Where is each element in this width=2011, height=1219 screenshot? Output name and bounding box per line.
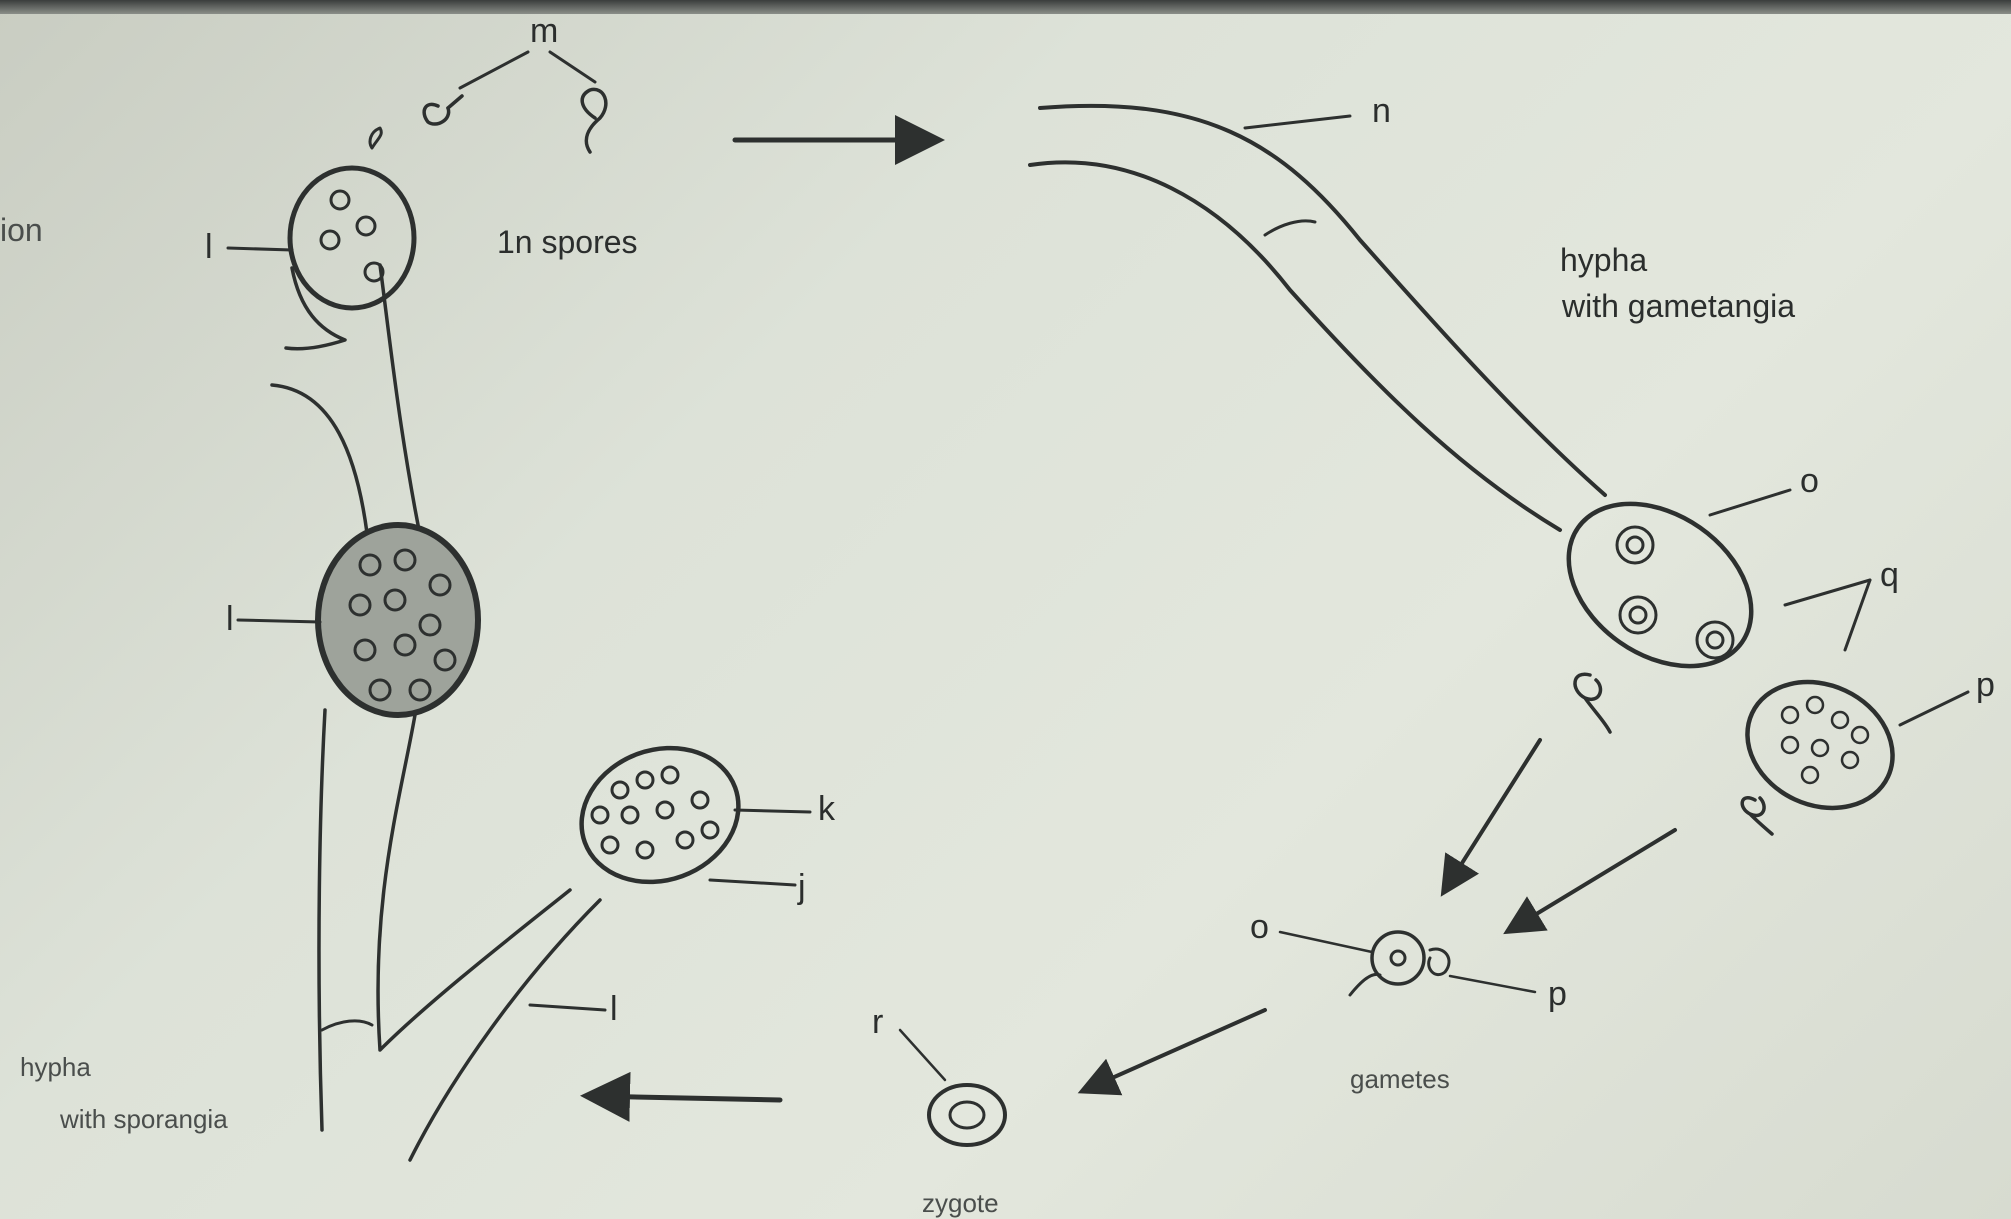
- caption-zygote: zygote: [922, 1186, 999, 1219]
- caption-gametes: gametes: [1350, 1062, 1450, 1096]
- label-o-gamete: o: [1250, 908, 1269, 947]
- title-fragment: ion: [0, 210, 43, 250]
- caption-spores: 1n spores: [497, 222, 638, 262]
- hypha-with-sporangia: [228, 128, 810, 1160]
- label-k: k: [818, 790, 835, 829]
- label-q: q: [1880, 556, 1899, 595]
- caption-hypha-gametangia-line2: with gametangia: [1562, 286, 1795, 326]
- caption-hypha-sporangia-line2: with sporangia: [60, 1102, 228, 1136]
- label-o-gametangium: o: [1800, 462, 1819, 501]
- zygote: [900, 1030, 1005, 1145]
- hypha-with-gametangia: [1030, 106, 1968, 834]
- label-l-mid-sporangium: l: [226, 600, 234, 639]
- label-p-gamete: p: [1548, 975, 1567, 1014]
- label-j: j: [798, 868, 806, 907]
- caption-hypha-sporangia-line1: hypha: [20, 1050, 91, 1084]
- label-r: r: [872, 1003, 883, 1042]
- label-p-gametangium: p: [1976, 666, 1995, 705]
- label-n: n: [1372, 92, 1391, 131]
- label-l-top-sporangium: l: [205, 228, 213, 267]
- cycle-arrows: [590, 140, 1675, 1100]
- gametes: [1280, 932, 1535, 995]
- caption-hypha-gametangia-line1: hypha: [1560, 240, 1647, 280]
- spores: [424, 52, 606, 152]
- label-l-stalk: l: [610, 990, 618, 1029]
- label-m: m: [530, 12, 558, 51]
